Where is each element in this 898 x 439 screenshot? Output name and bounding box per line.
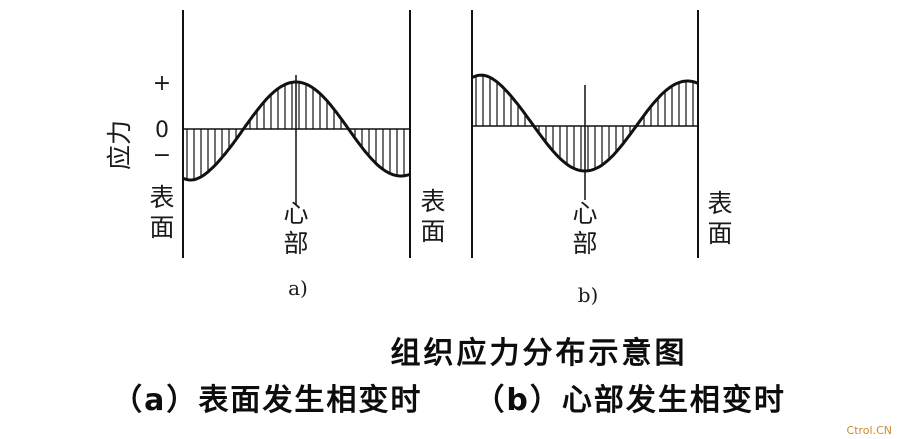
watermark-credit: Ctrol.CN — [846, 424, 892, 437]
stress-axis-label: 应力 — [105, 120, 134, 170]
caption-case-b: （b）心部发生相变时 — [474, 383, 786, 418]
plus-sign: + — [153, 71, 171, 96]
panel-a-right-surface-label-1: 表 — [420, 187, 445, 216]
minus-sign: − — [153, 143, 171, 168]
panel-b-core-label-1: 心 — [572, 199, 597, 228]
panel-a-core-label-2: 部 — [283, 229, 308, 258]
panel-a-stress-curve — [182, 80, 411, 182]
panel-b-right-surface-label-1: 表 — [707, 189, 732, 218]
panel-a-label: a) — [288, 276, 308, 300]
panel-a-left-surface-label-2: 面 — [149, 213, 174, 242]
panel-a-right-surface-label-2: 面 — [420, 217, 445, 246]
zero-mark: 0 — [155, 118, 169, 143]
caption-case-a: （a）表面发生相变时 — [112, 383, 423, 418]
panel-b-core-label-2: 部 — [572, 229, 597, 258]
panel-b-stress-curve — [471, 73, 699, 173]
panel-a-core-label-1: 心 — [283, 199, 308, 228]
panel-b: 心 部 表 面 b) — [471, 10, 733, 307]
panel-a: 应力 + 0 − 表 面 心 部 表 面 a) — [105, 10, 446, 300]
panel-a-hatching — [186, 82, 405, 180]
panel-b-label: b) — [578, 283, 599, 307]
diagram-title: 组织应力分布示意图 — [390, 336, 688, 371]
caption-line: （a）表面发生相变时 （b）心部发生相变时 — [0, 375, 898, 419]
panel-b-right-surface-label-2: 面 — [707, 219, 732, 248]
panel-a-left-surface-label-1: 表 — [149, 183, 174, 212]
